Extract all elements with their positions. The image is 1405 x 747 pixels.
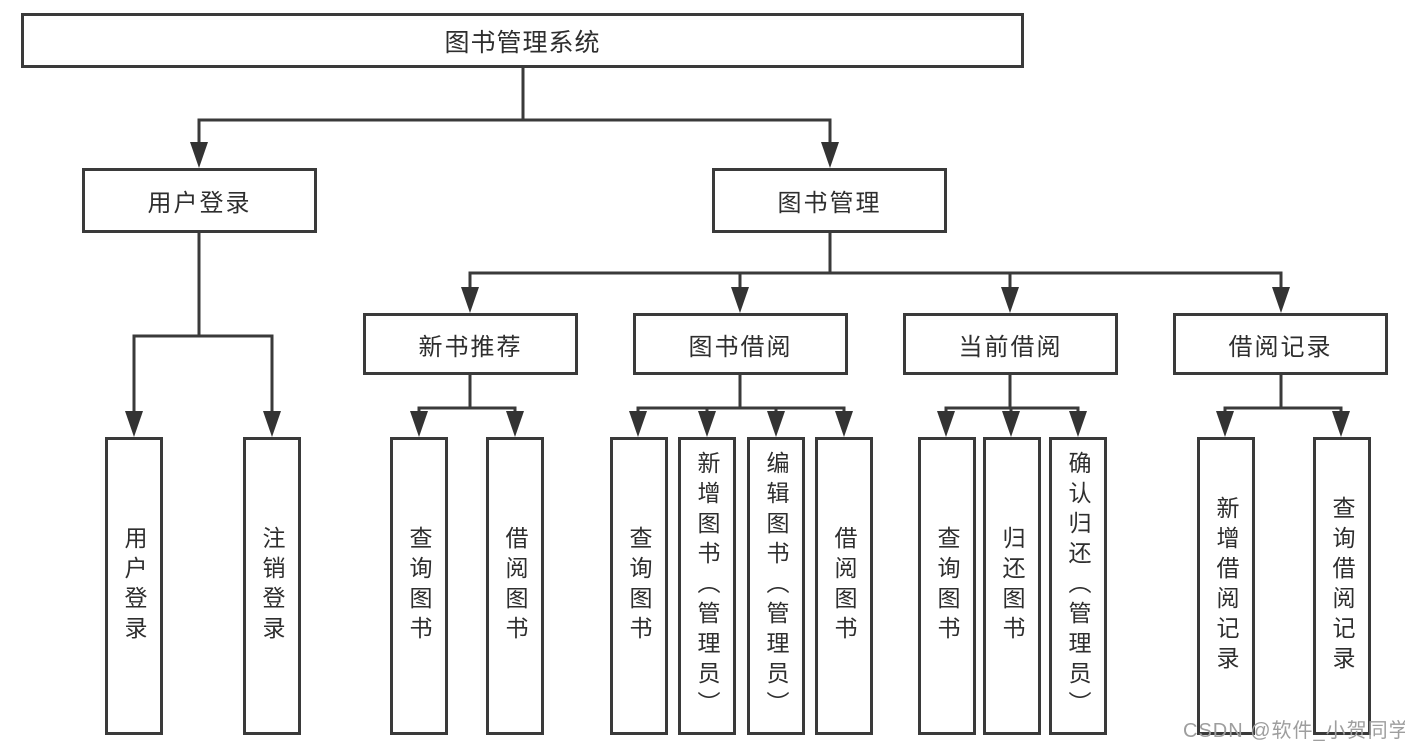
connector-user-login-group (125, 231, 281, 437)
connector-borrow-record-group (1216, 373, 1350, 437)
diagram-leaf-query-book-1: 查询图书 (390, 437, 448, 735)
csdn-watermark: CSDN @软件_小贺同学 (1183, 720, 1405, 742)
diagram-node-book-management: 图书管理 (712, 168, 947, 233)
diagram-leaf-query-borrow-record: 查询借阅记录 (1313, 437, 1371, 735)
connector-book-management-group (461, 231, 1290, 313)
diagram-node-book-borrow: 图书借阅 (633, 313, 848, 375)
diagram-leaf-edit-book-admin: 编辑图书（管理员） (747, 437, 805, 735)
diagram-leaf-add-borrow-record: 新增借阅记录 (1197, 437, 1255, 735)
connector-new-book-group (410, 373, 524, 437)
diagram-node-borrow-record: 借阅记录 (1173, 313, 1388, 375)
diagram-leaf-query-book-3: 查询图书 (918, 437, 976, 735)
diagram-node-new-book-recommend: 新书推荐 (363, 313, 578, 375)
diagram-leaf-borrow-book-1: 借阅图书 (486, 437, 544, 735)
diagram-node-user-login: 用户登录 (82, 168, 317, 233)
connector-current-borrow-group (937, 373, 1087, 437)
diagram-leaf-query-book-2: 查询图书 (610, 437, 668, 735)
diagram-leaf-borrow-book-2: 借阅图书 (815, 437, 873, 735)
diagram-leaf-user-login: 用户登录 (105, 437, 163, 735)
connector-book-borrow-group (629, 373, 853, 437)
diagram-leaf-confirm-return-admin: 确认归还（管理员） (1049, 437, 1107, 735)
connector-root-to-level2 (190, 66, 839, 168)
diagram-leaf-return-book: 归还图书 (983, 437, 1041, 735)
diagram-leaf-logout: 注销登录 (243, 437, 301, 735)
diagram-node-root: 图书管理系统 (21, 13, 1024, 68)
diagram-node-current-borrow: 当前借阅 (903, 313, 1118, 375)
diagram-leaf-add-book-admin: 新增图书（管理员） (678, 437, 736, 735)
